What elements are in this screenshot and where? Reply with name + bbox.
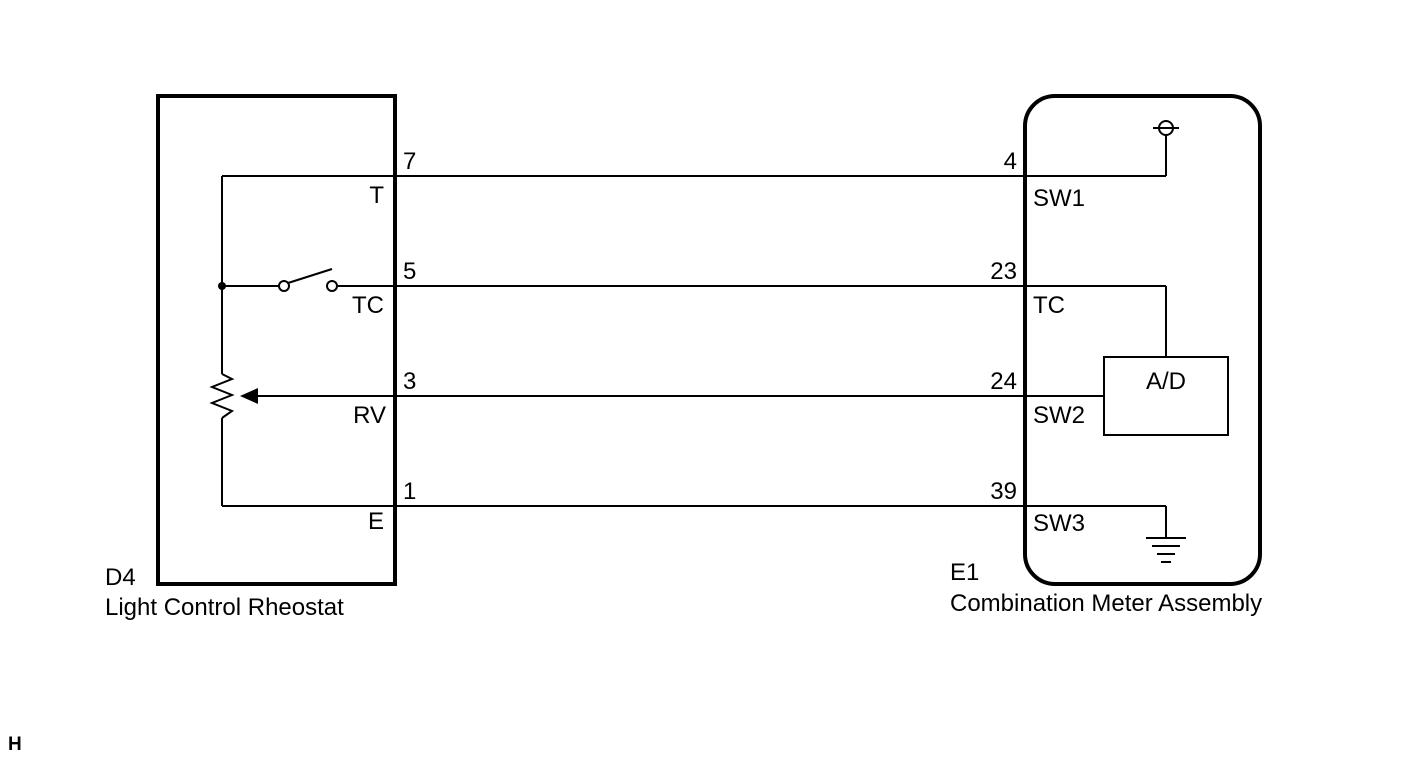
right-pin-number: 24 bbox=[990, 368, 1017, 395]
left-component-id: D4 bbox=[105, 564, 136, 591]
left-pin-number: 3 bbox=[403, 368, 416, 395]
right-pin-name: TC bbox=[1033, 292, 1065, 319]
left-component-name: Light Control Rheostat bbox=[105, 594, 344, 621]
variable-resistor-icon bbox=[209, 373, 235, 419]
ground-icon bbox=[1146, 537, 1186, 563]
corner-label: H bbox=[8, 734, 22, 755]
switch-icon bbox=[278, 268, 338, 292]
ad-converter-label: A/D bbox=[1146, 368, 1186, 395]
right-pin-name: SW1 bbox=[1033, 185, 1085, 212]
right-pin-number: 4 bbox=[1004, 148, 1017, 175]
left-pin-number: 1 bbox=[403, 478, 416, 505]
left-pin-name: E bbox=[368, 508, 384, 535]
left-pin-name: TC bbox=[352, 292, 384, 319]
right-component-name: Combination Meter Assembly bbox=[950, 590, 1262, 617]
right-pin-number: 23 bbox=[990, 258, 1017, 285]
left-pin-number: 5 bbox=[403, 258, 416, 285]
light-control-rheostat-box bbox=[156, 94, 397, 586]
left-pin-name: RV bbox=[353, 402, 386, 429]
resistor-wiper-arrow-icon bbox=[240, 388, 258, 404]
right-pin-name: SW2 bbox=[1033, 402, 1085, 429]
right-component-id: E1 bbox=[950, 559, 979, 586]
right-pin-number: 39 bbox=[990, 478, 1017, 505]
power-source-icon bbox=[1153, 120, 1179, 136]
ad-converter-box bbox=[1103, 356, 1229, 436]
left-pin-name: T bbox=[369, 182, 384, 209]
combination-meter-box bbox=[1023, 94, 1262, 586]
right-pin-name: SW3 bbox=[1033, 510, 1085, 537]
left-pin-number: 7 bbox=[403, 148, 416, 175]
